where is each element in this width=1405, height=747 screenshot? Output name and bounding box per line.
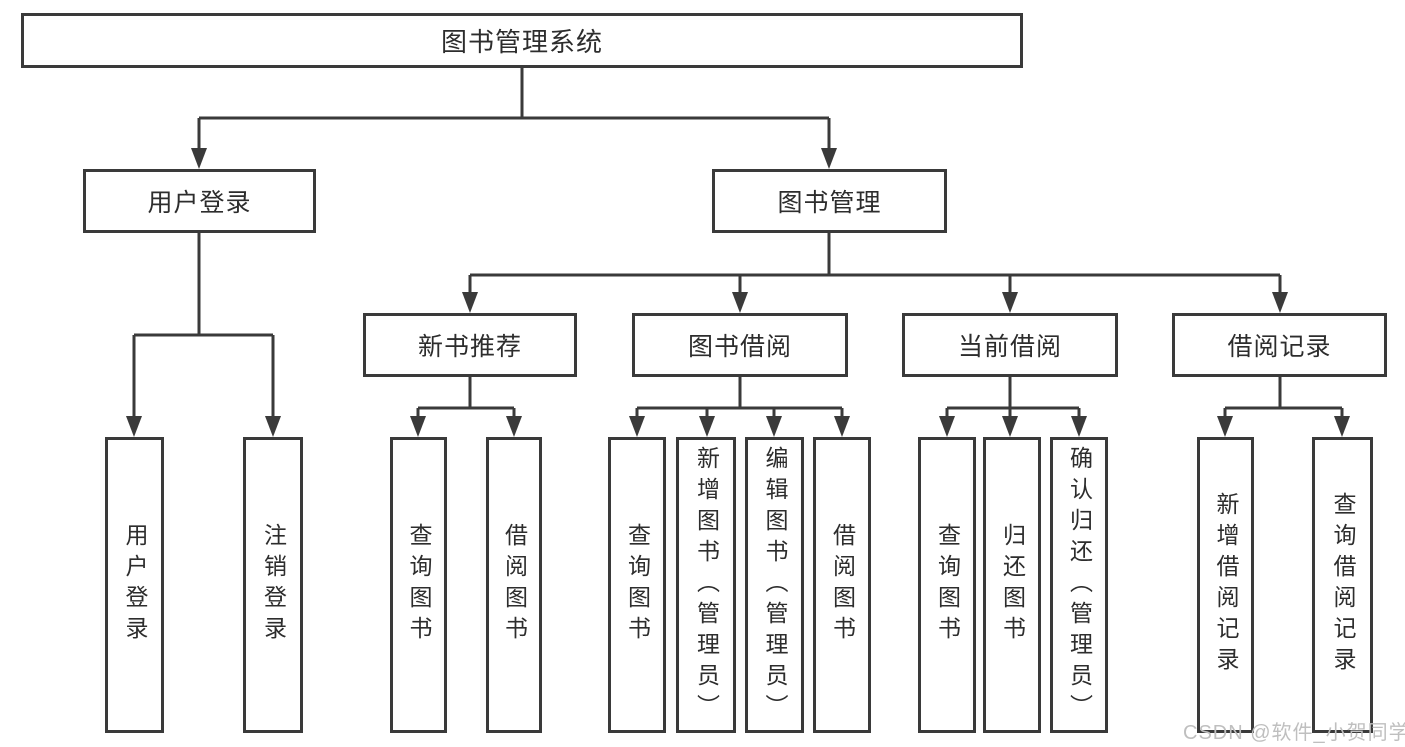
arrow-icon	[939, 416, 955, 437]
leaf-user-login: 用户登录	[105, 437, 164, 733]
arrow-icon	[1071, 416, 1087, 437]
leaf-borrow-book: 借阅图书	[813, 437, 871, 733]
node-book-management-label: 图书管理	[777, 189, 882, 217]
arrow-icon	[821, 148, 837, 169]
leaf-query-book-current: 查询图书	[918, 437, 976, 733]
connector-book-management	[468, 233, 1282, 294]
node-book-borrow-label: 图书借阅	[687, 333, 792, 361]
connector-current-borrow	[945, 377, 1081, 418]
leaf-borrow-book-recommend: 借阅图书	[486, 437, 542, 733]
leaf-logout-label: 注销登录	[260, 523, 287, 647]
leaf-user-login-label: 用户登录	[122, 523, 148, 647]
leaf-query-book-recommend: 查询图书	[390, 437, 447, 733]
arrow-icon	[766, 416, 782, 437]
leaf-edit-book-admin: 编辑图书（管理员）	[745, 437, 804, 733]
leaf-logout: 注销登录	[243, 437, 303, 733]
leaf-confirm-return-admin: 确认归还（管理员）	[1050, 437, 1108, 733]
connector-book-borrow	[635, 377, 844, 418]
arrow-icon	[265, 416, 281, 437]
leaf-edit-book-admin-label: 编辑图书（管理员）	[762, 445, 788, 725]
arrow-icon	[506, 416, 522, 437]
leaf-add-book-admin-label: 新增图书（管理员）	[693, 445, 720, 725]
leaf-add-borrow-record-label: 新增借阅记录	[1213, 492, 1239, 678]
node-new-book-recommend-label: 新书推荐	[417, 333, 522, 361]
connector-new-book-recommend	[416, 377, 516, 418]
arrow-icon	[462, 292, 478, 313]
watermark: CSDN @软件_小贺同学	[1183, 722, 1405, 744]
arrow-icon	[1272, 292, 1288, 313]
leaf-add-borrow-record: 新增借阅记录	[1197, 437, 1254, 733]
leaf-confirm-return-admin-label: 确认归还（管理员）	[1066, 445, 1093, 725]
connector-user-login	[132, 233, 275, 418]
node-current-borrow: 当前借阅	[902, 313, 1118, 377]
arrow-icon	[834, 416, 850, 437]
node-book-management: 图书管理	[712, 169, 947, 233]
arrow-icon	[699, 416, 715, 437]
node-root: 图书管理系统	[21, 13, 1023, 68]
leaf-query-borrow-record: 查询借阅记录	[1312, 437, 1373, 733]
leaf-query-book-borrow-label: 查询图书	[624, 523, 651, 647]
arrow-icon	[191, 148, 207, 169]
leaf-return-book-label: 归还图书	[999, 523, 1026, 647]
node-user-login: 用户登录	[83, 169, 316, 233]
leaf-borrow-book-recommend-label: 借阅图书	[501, 523, 528, 647]
node-borrow-records-label: 借阅记录	[1227, 333, 1332, 361]
connector-root	[197, 68, 831, 150]
node-new-book-recommend: 新书推荐	[363, 313, 577, 377]
arrow-icon	[126, 416, 142, 437]
node-root-label: 图书管理系统	[440, 27, 603, 57]
leaf-query-borrow-record-label: 查询借阅记录	[1330, 492, 1356, 678]
node-user-login-label: 用户登录	[147, 189, 252, 217]
leaf-query-book-recommend-label: 查询图书	[406, 523, 432, 647]
arrow-icon	[1334, 416, 1350, 437]
arrow-icon	[1002, 292, 1018, 313]
arrow-icon	[410, 416, 426, 437]
arrowheads	[126, 148, 1350, 437]
arrow-icon	[1217, 416, 1233, 437]
node-current-borrow-label: 当前借阅	[957, 333, 1062, 361]
leaf-query-book-current-label: 查询图书	[934, 523, 961, 647]
node-book-borrow: 图书借阅	[632, 313, 848, 377]
arrow-icon	[1002, 416, 1018, 437]
leaf-return-book: 归还图书	[983, 437, 1041, 733]
node-borrow-records: 借阅记录	[1172, 313, 1387, 377]
leaf-borrow-book-label: 借阅图书	[829, 523, 856, 647]
leaf-add-book-admin: 新增图书（管理员）	[676, 437, 736, 733]
leaf-query-book-borrow: 查询图书	[608, 437, 666, 733]
connector-borrow-records	[1223, 377, 1344, 418]
arrow-icon	[732, 292, 748, 313]
arrow-icon	[629, 416, 645, 437]
